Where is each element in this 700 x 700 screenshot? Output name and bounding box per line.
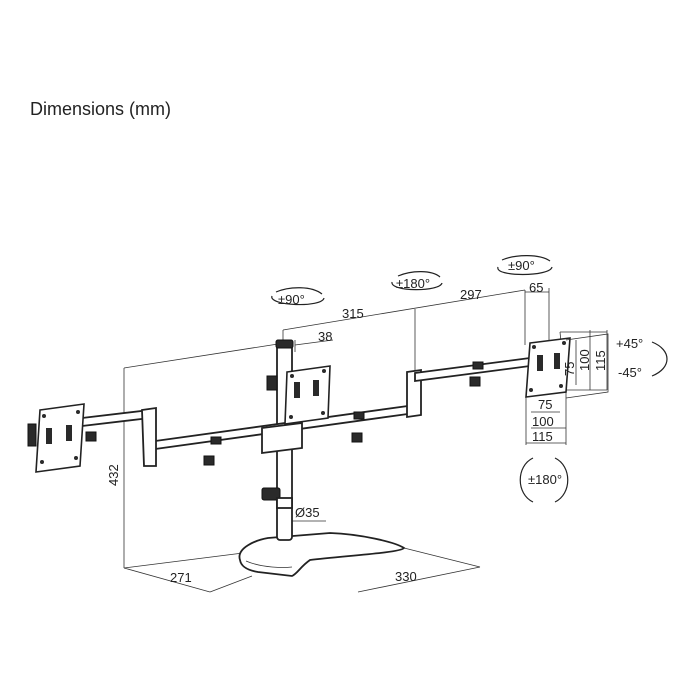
dim-65: 65: [529, 280, 543, 295]
dim-330: 330: [395, 569, 417, 584]
dim-271: 271: [170, 570, 192, 585]
rotation-arrows: [271, 255, 668, 503]
rotation-tilt-up: +45°: [616, 336, 643, 351]
vesa-h-115: 115: [532, 429, 553, 444]
stand-base: [238, 532, 406, 577]
page-title: Dimensions (mm): [30, 99, 172, 119]
rotation-rotate: ±180°: [528, 472, 562, 487]
vesa-h-75: 75: [538, 397, 552, 412]
vesa-plate-right: [525, 333, 609, 399]
vesa-h-100: 100: [532, 414, 554, 429]
rotation-middle-swivel: ±180°: [396, 276, 430, 291]
arm-assembly: [81, 356, 531, 467]
rotation-right-tilt: ±90°: [508, 258, 535, 273]
dim-297: 297: [460, 287, 482, 302]
vesa-plate-center: [284, 365, 331, 425]
vesa-v-100: 100: [577, 349, 592, 371]
dimension-lines: [123, 288, 608, 593]
vesa-v-75: 75: [562, 362, 577, 376]
vesa-v-115: 115: [593, 350, 608, 371]
dim-315: 315: [342, 306, 364, 321]
dim-432: 432: [106, 464, 121, 486]
dim-38: 38: [318, 329, 332, 344]
dim-pole-diameter: Ø35: [295, 505, 320, 520]
vesa-plate-left: [27, 403, 85, 473]
rotation-tilt-down: -45°: [618, 365, 642, 380]
rotation-left-tilt: ±90°: [278, 292, 305, 307]
